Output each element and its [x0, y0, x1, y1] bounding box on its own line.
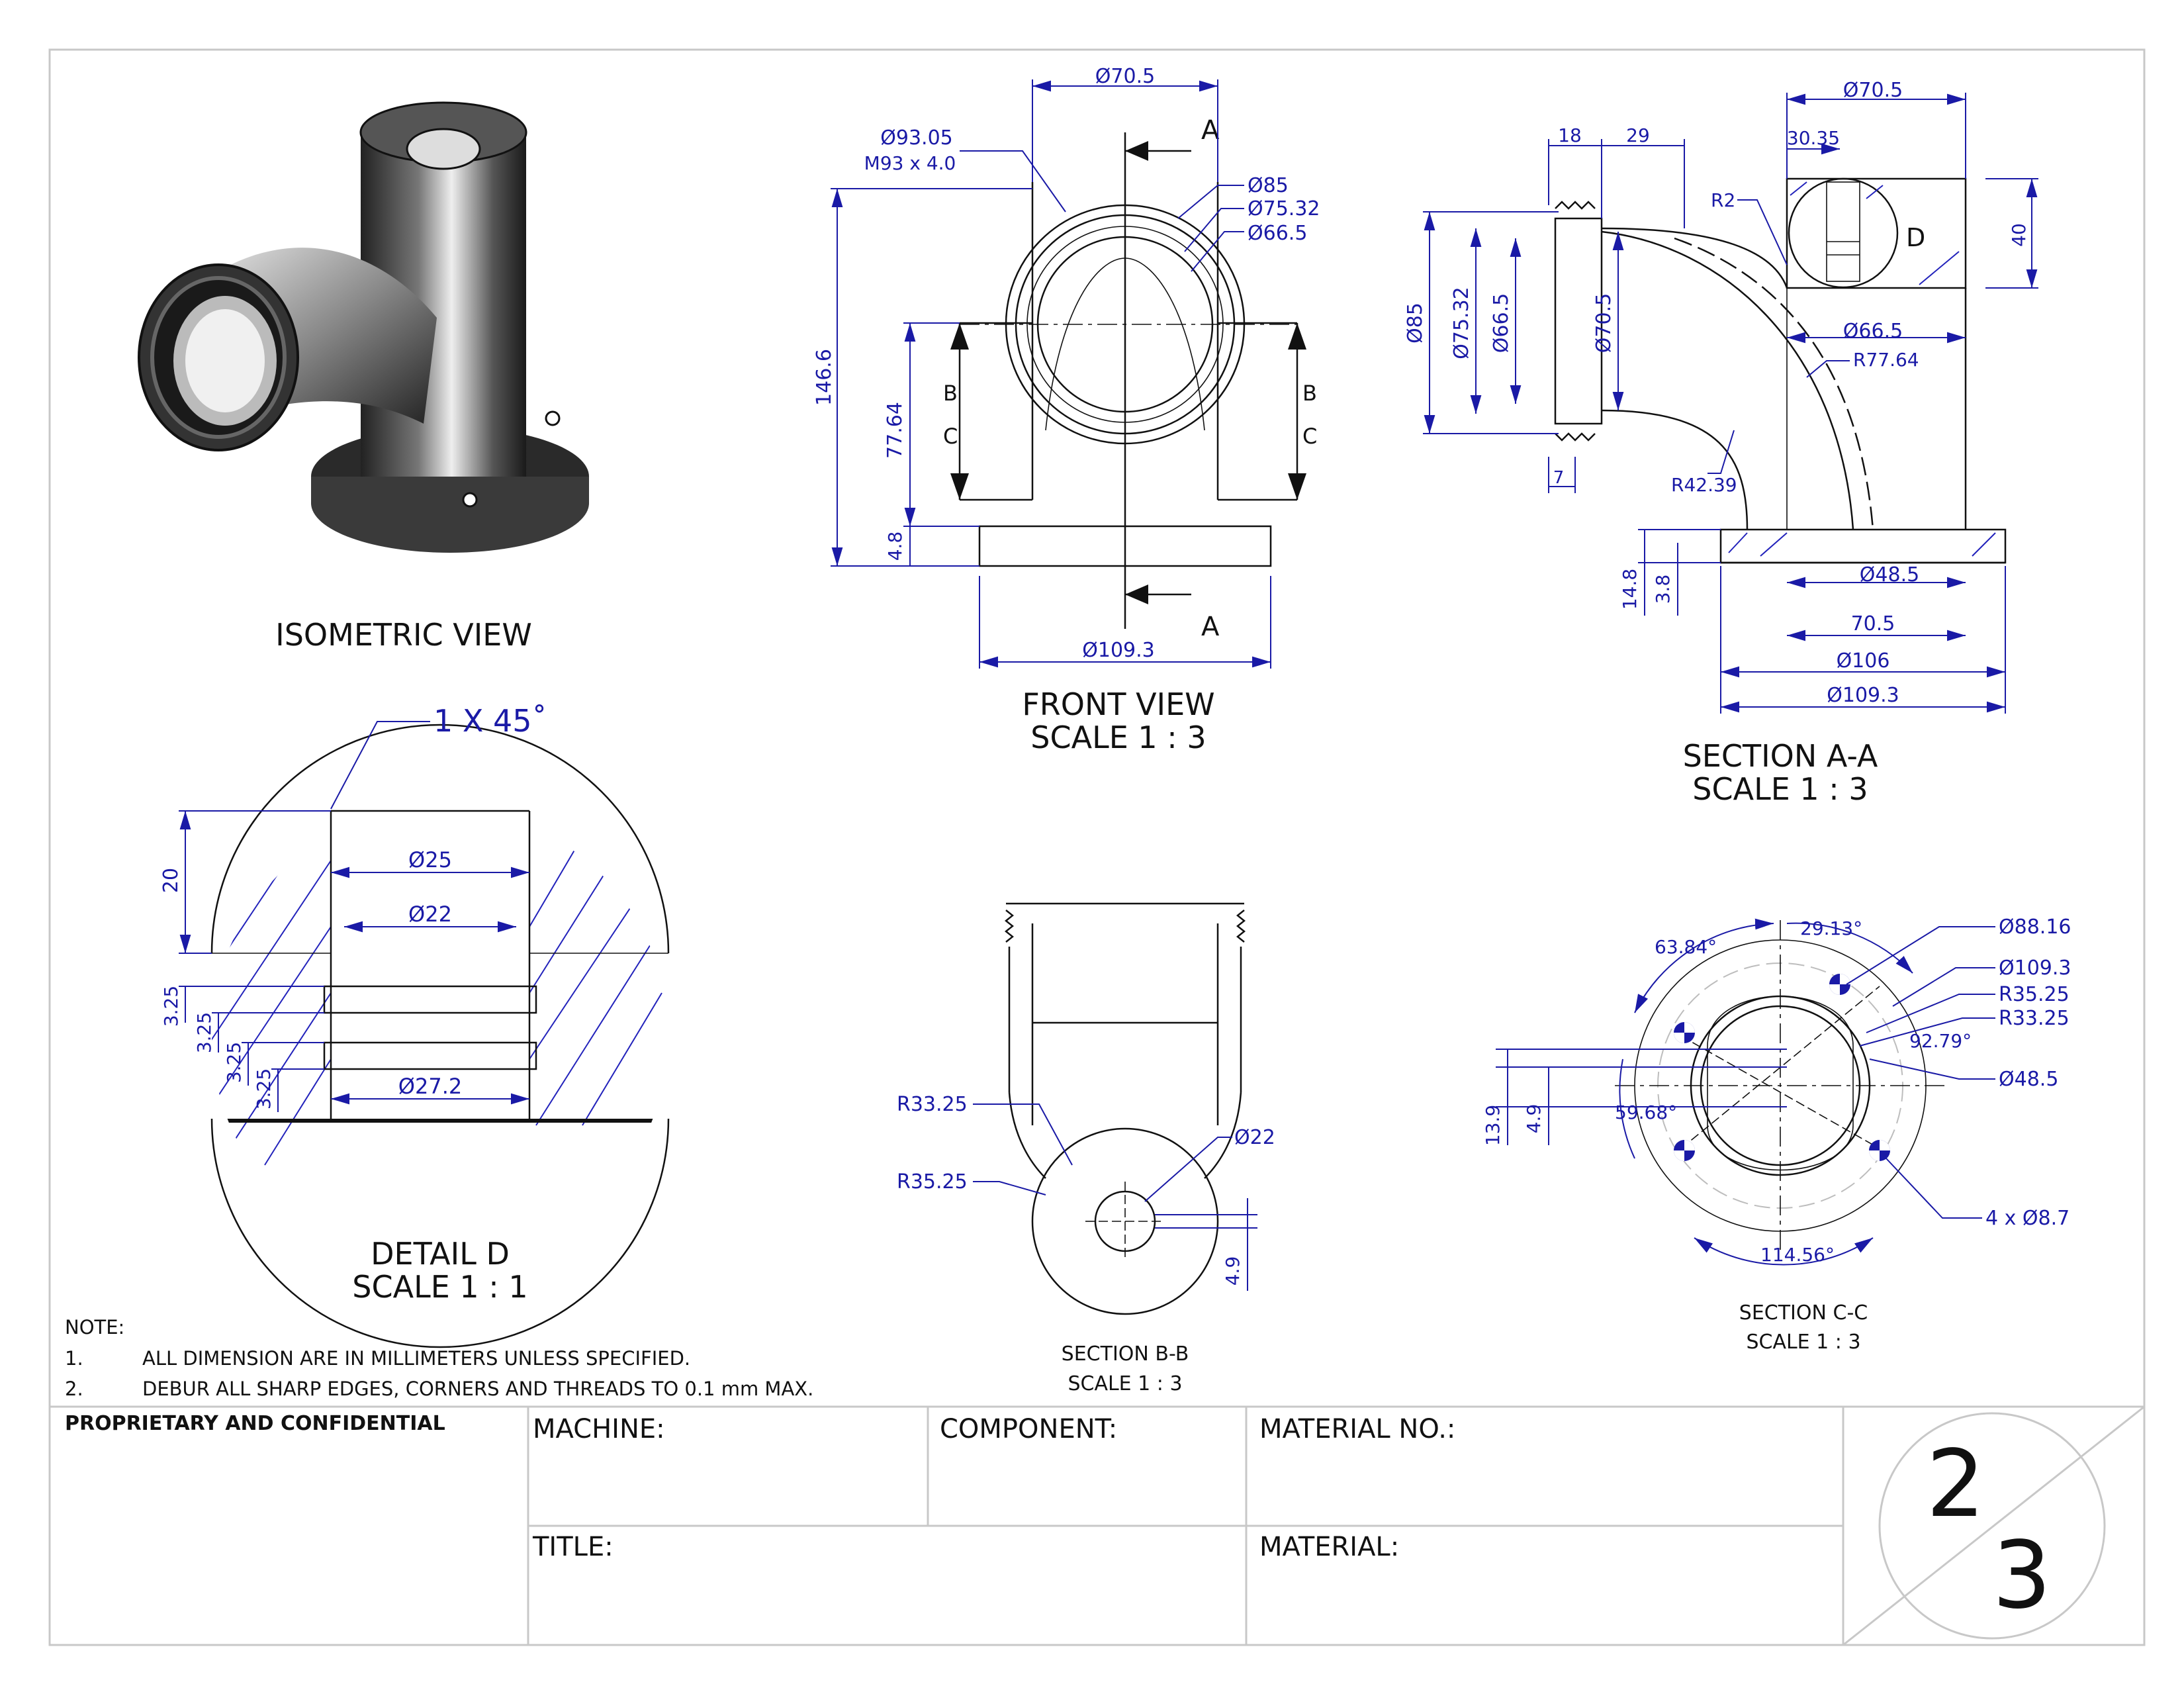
aa-dim-29: 29 [1626, 124, 1650, 146]
aa-dim-705b: 70.5 [1851, 612, 1895, 635]
front-dim-d85: Ø85 [1248, 174, 1289, 197]
cc-dim-holes: 4 x Ø8.7 [1985, 1207, 2070, 1230]
detail-dim-h325-b: 3.25 [193, 1012, 215, 1053]
front-dim-base-dia: Ø109.3 [1082, 639, 1155, 662]
aa-dim-h38: 3.8 [1652, 575, 1674, 604]
note-1-num: 1. [65, 1347, 83, 1370]
aa-dim-18: 18 [1558, 124, 1582, 146]
front-dim-height: 146.6 [813, 349, 836, 406]
front-scale: SCALE 1 : 3 [1030, 720, 1206, 755]
aa-dim-d665: Ø66.5 [1490, 293, 1513, 353]
aa-dim-d705: Ø70.5 [1592, 293, 1615, 353]
sheet-border [48, 48, 2146, 1646]
front-label: FRONT VIEW [1022, 686, 1214, 722]
detail-d-view: 1 X 45˚ Ø25 Ø22 Ø27.2 20 3.25 3.25 3.25 … [159, 703, 670, 1348]
bb-scale: SCALE 1 : 3 [1068, 1372, 1182, 1395]
bb-dim-r3525: R35.25 [897, 1170, 968, 1194]
aa-dim-d7: 7 [1553, 468, 1565, 488]
cc-dim-h49: 4.9 [1523, 1104, 1545, 1134]
front-dim-top-dia: Ø70.5 [1095, 65, 1155, 88]
note-1-text: ALL DIMENSION ARE IN MILLIMETERS UNLESS … [142, 1347, 690, 1370]
front-dim-thread-spec: M93 x 4.0 [864, 152, 956, 174]
cc-dim-d8816: Ø88.16 [1999, 915, 2071, 939]
note-2-num: 2. [65, 1378, 83, 1400]
detail-dim-h20: 20 [159, 868, 183, 893]
detail-dim-d25: Ø25 [408, 847, 452, 872]
detail-scale: SCALE 1 : 1 [352, 1269, 527, 1305]
bb-dim-h49: 4.9 [1222, 1256, 1244, 1286]
front-view: A A B B C C Ø70.5 Ø93.05 M93 x 4.0 Ø85 Ø… [813, 65, 1320, 755]
title-proprietary: PROPRIETARY AND CONFIDENTIAL [65, 1412, 445, 1435]
detail-dim-h325-a: 3.25 [160, 986, 182, 1027]
cc-dim-a11456: 114.56° [1760, 1244, 1835, 1266]
notes-block: NOTE: 1. ALL DIMENSION ARE IN MILLIMETER… [65, 1316, 813, 1400]
front-dim-thread-dia: Ø93.05 [880, 126, 953, 150]
detail-dim-chamfer: 1 X 45˚ [433, 703, 547, 739]
front-cut-c-right: C [1302, 424, 1317, 449]
aa-dim-d7532: Ø75.32 [1450, 287, 1473, 359]
aa-dim-r7764: R77.64 [1853, 349, 1919, 371]
aa-dim-d1093: Ø109.3 [1827, 684, 1899, 707]
aa-dim-h40: 40 [2008, 223, 2030, 247]
front-dim-h7764: 77.64 [884, 402, 907, 459]
bb-dim-r3325: R33.25 [897, 1093, 968, 1116]
aa-detail-mark: D [1906, 223, 1925, 252]
sheet-total: 3 [1992, 1522, 2051, 1630]
title-component: COMPONENT: [940, 1414, 1117, 1444]
front-cut-b-right: B [1302, 381, 1317, 406]
cc-dim-a9279: 92.79° [1909, 1030, 1972, 1052]
detail-dim-d22: Ø22 [408, 902, 452, 927]
cc-label: SECTION C-C [1739, 1301, 1868, 1325]
front-dim-d665: Ø66.5 [1248, 222, 1307, 245]
aa-label: SECTION A-A [1683, 738, 1878, 774]
title-material-no: MATERIAL NO.: [1259, 1414, 1455, 1444]
title-material: MATERIAL: [1259, 1532, 1399, 1562]
aa-dim-d85: Ø85 [1404, 303, 1427, 344]
aa-dim-d485: Ø48.5 [1860, 563, 1919, 586]
note-2-text: DEBUR ALL SHARP EDGES, CORNERS AND THREA… [142, 1378, 813, 1400]
cc-dim-a6384: 63.84° [1655, 936, 1717, 958]
aa-dim-r2: R2 [1711, 189, 1735, 211]
cc-dim-r3525: R35.25 [1999, 983, 2070, 1006]
aa-dim-d106: Ø106 [1837, 649, 1890, 673]
title-block: PROPRIETARY AND CONFIDENTIAL MACHINE: CO… [50, 1405, 2145, 1646]
section-cc-view: 63.84° 29.13° 92.79° 59.68° 114.56° Ø88.… [1482, 915, 2071, 1354]
front-dim-h48: 4.8 [884, 532, 906, 561]
cc-dim-d485: Ø48.5 [1999, 1068, 2058, 1091]
notes-heading: NOTE: [65, 1316, 124, 1338]
sheet-number: 2 [1926, 1430, 1985, 1538]
section-aa-view: D Ø70.5 30.35 40 R2 18 29 Ø85 Ø75.32 Ø66… [1404, 79, 2038, 807]
front-cut-c-left: C [943, 424, 958, 449]
front-dim-d7532: Ø75.32 [1248, 197, 1320, 220]
detail-dim-h325-d: 3.25 [253, 1068, 275, 1109]
aa-scale: SCALE 1 : 3 [1692, 771, 1868, 807]
front-cut-b-left: B [943, 381, 958, 406]
cc-dim-h139: 13.9 [1482, 1105, 1504, 1146]
cc-dim-r3325: R33.25 [1999, 1007, 2070, 1030]
isometric-label: ISOMETRIC VIEW [275, 617, 532, 653]
aa-dim-3035: 30.35 [1787, 127, 1840, 149]
aa-dim-r4239: R42.39 [1671, 474, 1737, 496]
aa-dim-inner-d665: Ø66.5 [1843, 320, 1903, 343]
bb-label: SECTION B-B [1062, 1342, 1189, 1366]
detail-dim-h325-c: 3.25 [223, 1042, 245, 1083]
title-machine: MACHINE: [533, 1414, 665, 1444]
bolt-hole-marks [1674, 974, 1890, 1161]
bb-dim-d22: Ø22 [1234, 1126, 1275, 1149]
aa-dim-h148: 14.8 [1619, 569, 1641, 610]
aa-dim-top-dia: Ø70.5 [1843, 79, 1903, 102]
cc-dim-a5968: 59.68° [1615, 1102, 1677, 1123]
front-cut-a-bottom: A [1201, 612, 1220, 642]
front-cut-a-top: A [1201, 115, 1220, 146]
title-title: TITLE: [532, 1532, 614, 1562]
cc-dim-d1093: Ø109.3 [1999, 957, 2071, 980]
section-bb-view: R33.25 R35.25 Ø22 4.9 SECTION B-B SCALE … [897, 902, 1275, 1395]
detail-dim-d272: Ø27.2 [398, 1074, 462, 1099]
isometric-view: ISOMETRIC VIEW [138, 101, 589, 653]
cc-dim-a2913: 29.13° [1800, 917, 1862, 939]
cc-scale: SCALE 1 : 3 [1746, 1331, 1860, 1354]
detail-label: DETAIL D [371, 1236, 510, 1272]
